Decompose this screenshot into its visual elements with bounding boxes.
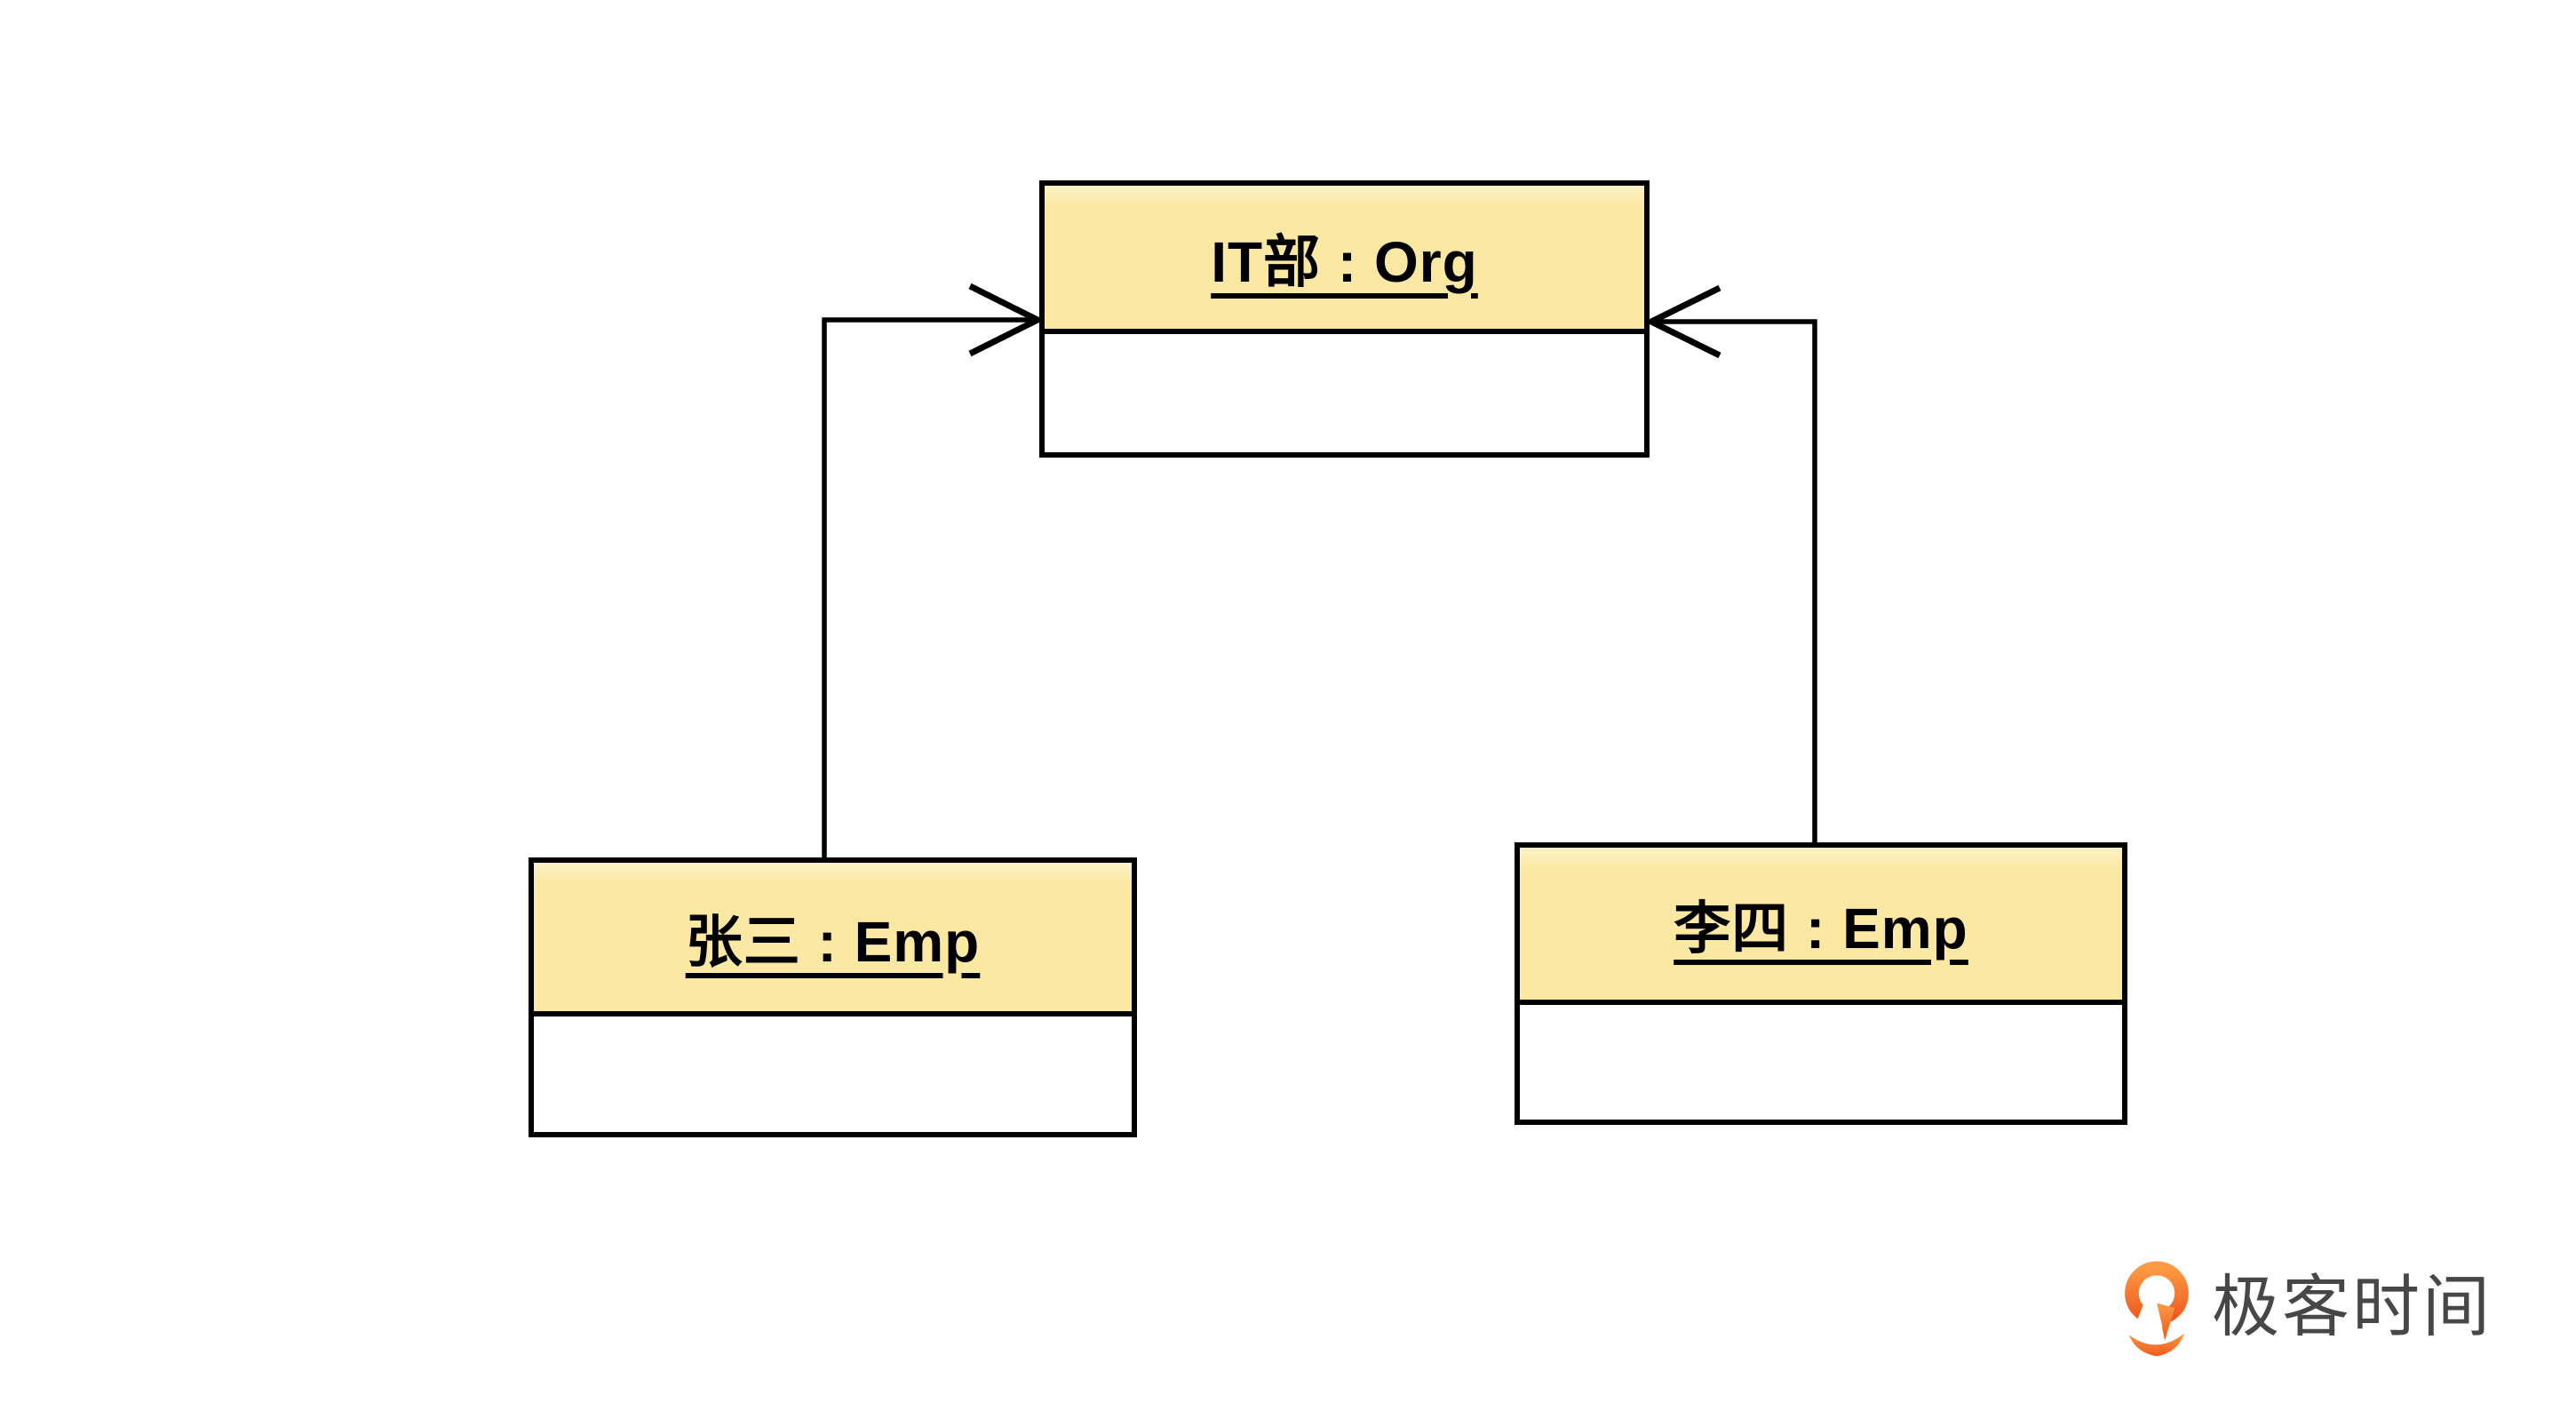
object-attributes-compartment-lisi: [1520, 1005, 2122, 1120]
geektime-logo-icon: [2125, 1261, 2189, 1357]
object-box-lisi: 李四 : Emp: [1515, 842, 2127, 1125]
object-title-zhangsan: 张三 : Emp: [685, 909, 981, 974]
geektime-logo: 极客时间: [2116, 1256, 2493, 1360]
object-title-org: IT部 : Org: [1211, 229, 1478, 294]
object-header-lisi: 李四 : Emp: [1520, 848, 2122, 1005]
object-box-zhangsan: 张三 : Emp: [529, 857, 1137, 1137]
object-box-org: IT部 : Org: [1039, 180, 1650, 458]
object-attributes-compartment-zhangsan: [534, 1016, 1132, 1132]
object-header-org: IT部 : Org: [1045, 186, 1644, 334]
connector-lisi-to-org-arrowhead: [1644, 284, 1721, 359]
connector-zhangsan-to-org-arrowhead: [968, 283, 1045, 357]
object-attributes-compartment-org: [1045, 334, 1644, 452]
geektime-logo-text: 极客时间: [2212, 1270, 2493, 1345]
connector-zhangsan-to-org-line: [822, 317, 1037, 857]
connector-lisi-to-org-line: [1652, 319, 1817, 842]
object-title-lisi: 李四 : Emp: [1674, 896, 1968, 961]
object-header-zhangsan: 张三 : Emp: [534, 863, 1132, 1016]
